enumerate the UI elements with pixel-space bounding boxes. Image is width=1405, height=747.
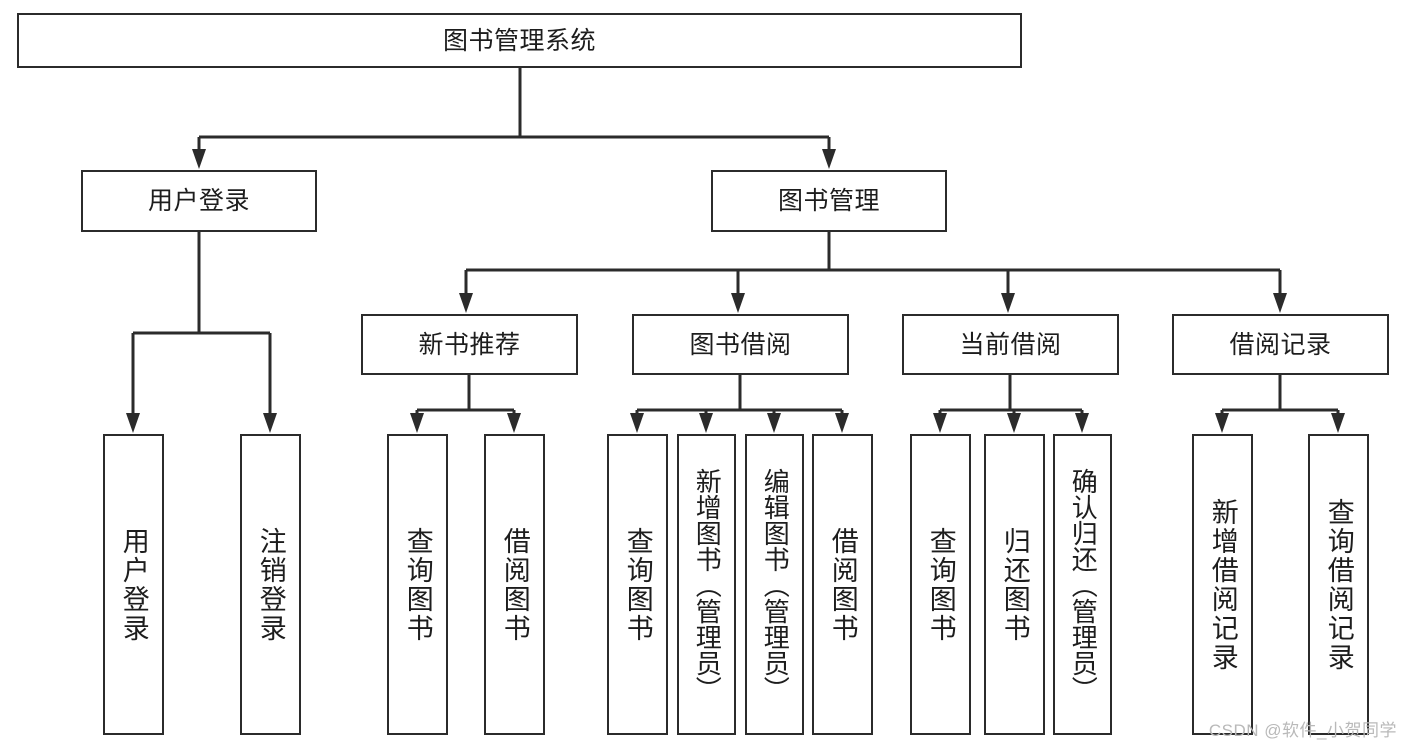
node-label: 借阅图书 — [499, 526, 530, 643]
node-leaf-logout[interactable]: 注销登录 — [240, 434, 301, 735]
node-root[interactable]: 图书管理系统 — [17, 13, 1022, 68]
node-leaf-return-book[interactable]: 归还图书 — [984, 434, 1045, 735]
node-leaf-confirm-return[interactable]: 确认归还（管理员） — [1053, 434, 1112, 735]
node-label: 当前借阅 — [959, 330, 1062, 359]
node-label: 新增图书（管理员） — [692, 467, 723, 702]
node-label: 用户登录 — [118, 526, 149, 643]
node-borrow-records[interactable]: 借阅记录 — [1172, 314, 1389, 375]
node-label: 归还图书 — [999, 526, 1030, 643]
node-label: 新书推荐 — [418, 330, 521, 359]
node-label: 用户登录 — [147, 187, 250, 215]
node-user-login[interactable]: 用户登录 — [81, 170, 317, 232]
node-label: 查询图书 — [925, 526, 956, 643]
node-leaf-query-book-3[interactable]: 查询图书 — [910, 434, 971, 735]
node-leaf-user-login[interactable]: 用户登录 — [103, 434, 164, 735]
node-leaf-add-book[interactable]: 新增图书（管理员） — [677, 434, 736, 735]
node-label: 确认归还（管理员） — [1068, 467, 1099, 702]
node-current-borrow[interactable]: 当前借阅 — [902, 314, 1119, 375]
node-label: 图书管理系统 — [442, 26, 596, 55]
node-label: 借阅记录 — [1229, 330, 1332, 359]
node-label: 编辑图书（管理员） — [760, 467, 791, 702]
node-leaf-edit-book[interactable]: 编辑图书（管理员） — [745, 434, 804, 735]
node-leaf-query-record[interactable]: 查询借阅记录 — [1308, 434, 1369, 735]
node-leaf-query-book-1[interactable]: 查询图书 — [387, 434, 448, 735]
node-book-borrow[interactable]: 图书借阅 — [632, 314, 849, 375]
node-new-book-recommend[interactable]: 新书推荐 — [361, 314, 578, 375]
node-book-management[interactable]: 图书管理 — [711, 170, 947, 232]
node-leaf-add-record[interactable]: 新增借阅记录 — [1192, 434, 1253, 735]
node-label: 查询图书 — [622, 526, 653, 643]
node-label: 借阅图书 — [827, 526, 858, 643]
node-label: 查询图书 — [402, 526, 433, 643]
node-label: 注销登录 — [255, 526, 286, 643]
node-label: 查询借阅记录 — [1323, 497, 1354, 672]
node-leaf-query-book-2[interactable]: 查询图书 — [607, 434, 668, 735]
node-label: 新增借阅记录 — [1207, 497, 1238, 672]
watermark: CSDN @软件_小贺同学 — [1208, 721, 1397, 740]
node-leaf-borrow-book-1[interactable]: 借阅图书 — [484, 434, 545, 735]
node-label: 图书借阅 — [689, 330, 792, 359]
node-leaf-borrow-book-2[interactable]: 借阅图书 — [812, 434, 873, 735]
node-label: 图书管理 — [777, 187, 880, 215]
